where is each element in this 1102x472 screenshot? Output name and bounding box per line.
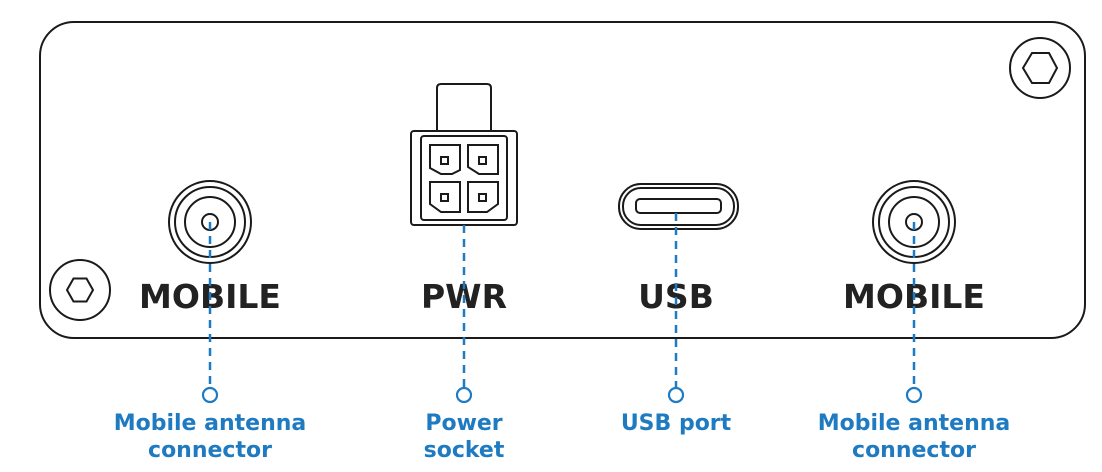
- screw-icon: [49, 259, 111, 321]
- usb-c-port-icon: [618, 183, 739, 230]
- callout-dot: [455, 386, 473, 404]
- callout-dot: [667, 386, 685, 404]
- callout-label-mobile-left-line2: connector: [148, 438, 272, 463]
- callout-label-mobile-right-line1: Mobile antenna: [818, 411, 1011, 436]
- panel-outline: [39, 21, 1086, 339]
- callout-dot: [201, 386, 219, 404]
- callout-label-power-line2: socket: [424, 438, 505, 463]
- screw-icon: [1009, 37, 1071, 99]
- power-socket-icon: [410, 83, 518, 226]
- callout-label-mobile-left-line1: Mobile antenna: [114, 411, 307, 436]
- callout-label-usb-line1: USB port: [621, 411, 732, 436]
- port-label-usb: USB: [638, 277, 714, 316]
- callout-label-mobile-right-line2: connector: [852, 438, 976, 463]
- callout-label-power-line1: Power: [425, 411, 502, 436]
- callout-dot: [905, 386, 923, 404]
